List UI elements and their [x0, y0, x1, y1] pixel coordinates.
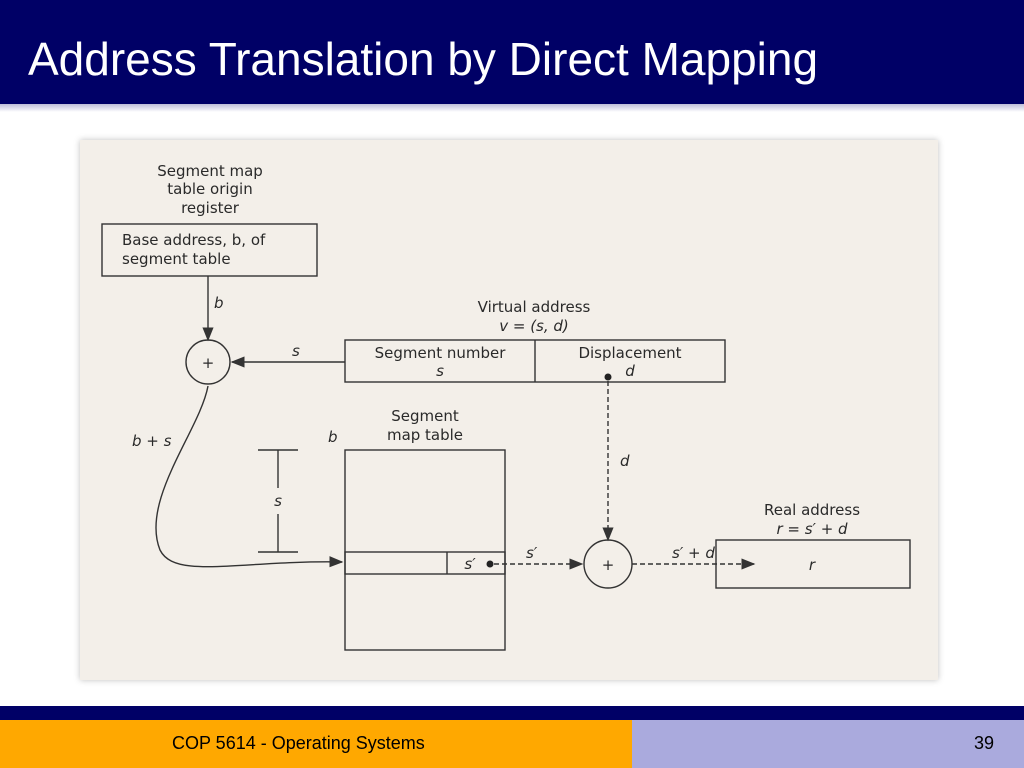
address-translation-diagram: Segment map table origin register Base a… — [101, 162, 911, 651]
s-prime-dot — [486, 560, 494, 568]
footer-rule — [0, 706, 1024, 720]
smto-label-line-1: Segment map — [157, 162, 263, 180]
base-address-text-1: Base address, b, of — [122, 231, 266, 249]
footer-course-panel — [0, 720, 632, 768]
segment-map-table-b: b — [328, 428, 338, 446]
displacement-label: Displacement — [578, 344, 681, 362]
base-address-register-box — [101, 223, 318, 277]
b-plus-s-label: b + s — [132, 432, 172, 450]
b-plus-s-arrow — [155, 385, 344, 568]
real-address-label: Real address — [764, 501, 860, 519]
displacement-var: d — [625, 362, 635, 380]
diagram-figure: Segment map table origin register Base a… — [80, 140, 938, 680]
virtual-address-formula: v = (s, d) — [499, 317, 569, 335]
adder-1-symbol: + — [202, 354, 215, 372]
b-arrow-label: b — [214, 294, 224, 312]
s-arrow-label: s — [292, 342, 300, 360]
d-arrow-label: d — [620, 452, 630, 470]
segment-map-table-label-2: map table — [387, 426, 463, 444]
segment-number-label: Segment number — [375, 344, 507, 362]
smto-label-line-2: table origin — [167, 180, 252, 198]
sum-arrow-label: s′ + d — [672, 544, 715, 562]
real-address-var: r — [809, 556, 816, 574]
segment-number-var: s — [436, 362, 444, 380]
footer-course-text: COP 5614 - Operating Systems — [172, 733, 425, 753]
segment-map-table-label-1: Segment — [391, 407, 459, 425]
footer-page-panel — [632, 720, 1024, 768]
s-span-label: s — [274, 492, 282, 510]
s-prime-arrow-label: s′ — [526, 544, 538, 562]
base-address-text-2: segment table — [122, 250, 231, 268]
s-prime-cell: s′ — [464, 555, 476, 573]
slide-title: Address Translation by Direct Mapping — [28, 33, 819, 85]
smto-label-line-3: register — [181, 199, 240, 217]
page-number: 39 — [974, 733, 995, 753]
real-address-formula: r = s′ + d — [776, 520, 848, 538]
adder-2-symbol: + — [602, 556, 615, 574]
adder-1 — [185, 339, 231, 385]
virtual-address-label: Virtual address — [478, 298, 591, 316]
title-bar: Address Translation by Direct Mapping — [0, 0, 1024, 104]
real-address-box — [715, 539, 911, 589]
title-divider — [0, 104, 1024, 112]
segment-map-table — [344, 449, 506, 651]
segment-map-table-entry — [344, 551, 506, 575]
displacement-dot — [604, 373, 612, 381]
